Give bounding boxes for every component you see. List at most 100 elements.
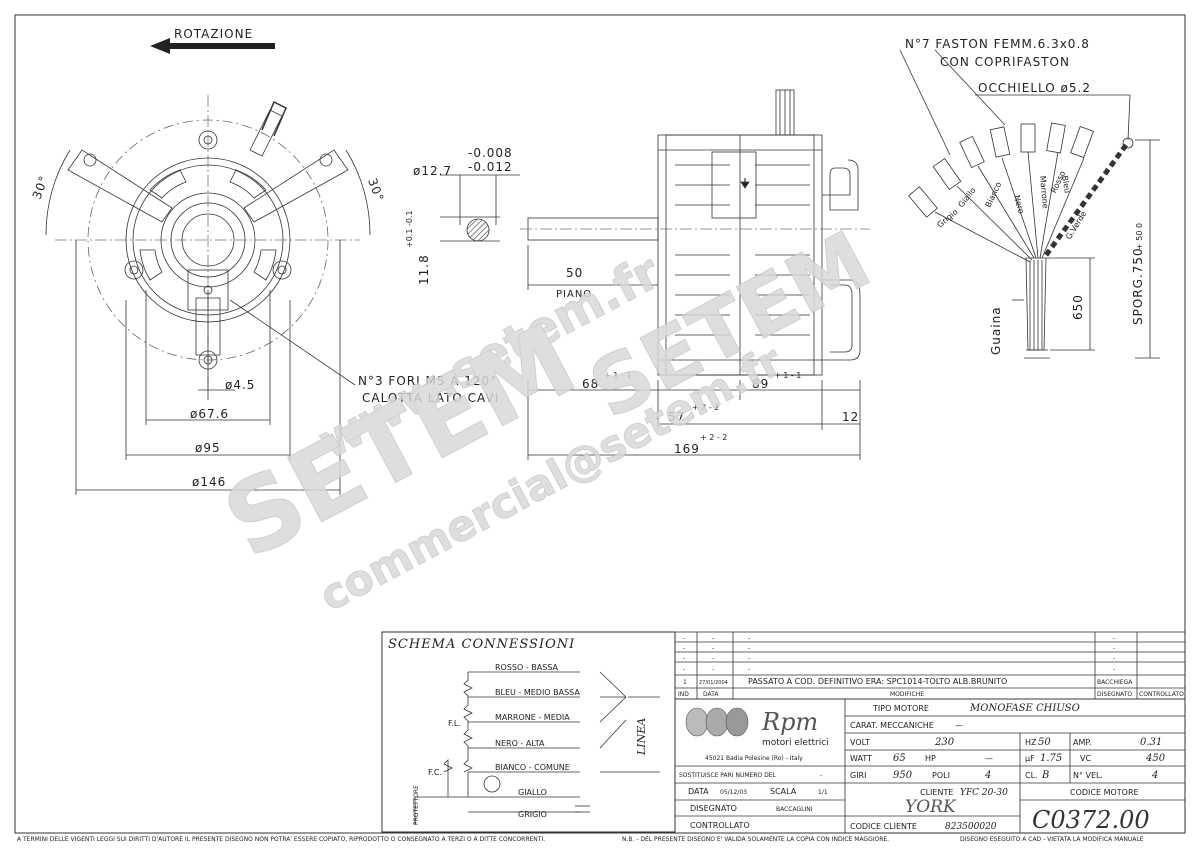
rev-ind: - bbox=[683, 645, 685, 652]
holes-note-2: CALOTTA LATO CAVI bbox=[362, 391, 499, 405]
tipo-label: TIPO MOTORE bbox=[872, 704, 929, 713]
rev-ind: - bbox=[683, 635, 685, 642]
controllato-label: CONTROLLATO bbox=[690, 821, 750, 830]
amp-value: 0.31 bbox=[1140, 737, 1162, 748]
faston-note: N°7 FASTON FEMM.6.3x0.8 bbox=[905, 37, 1090, 51]
flat-tol: +0.1 -0.1 bbox=[405, 210, 414, 248]
schema-wire: NERO - ALTA bbox=[495, 739, 545, 748]
schema-title: SCHEMA CONNESSIONI bbox=[388, 637, 575, 652]
dim-89-tol: + 1 - 1 bbox=[774, 371, 801, 380]
wire-label: Grigio bbox=[936, 207, 960, 229]
footer-note: N.B. - DEL PRESENTE DISEGNO E' VALIDA SO… bbox=[622, 836, 889, 843]
logo-subtitle: motori elettrici bbox=[762, 738, 829, 748]
angle-left-label: 30° bbox=[30, 173, 51, 201]
footer-copyright: A TERMINI DELLE VIGENTI LEGGI SUI DIRITT… bbox=[17, 836, 545, 843]
sporg-label: SPORG.750 bbox=[1131, 247, 1145, 325]
holes-note: N°3 FORI M5 A 120° bbox=[358, 374, 497, 388]
footer: A TERMINI DELLE VIGENTI LEGGI SUI DIRITT… bbox=[17, 836, 1144, 843]
schema-linea: LINEA bbox=[635, 718, 648, 756]
data-value: 05/12/03 bbox=[720, 789, 747, 796]
cliente-label: CLIENTE bbox=[920, 788, 953, 797]
rpm-logo: Rpm motori elettrici 45021 Badia Polesin… bbox=[685, 707, 829, 762]
rotation-arrow-icon bbox=[150, 38, 275, 54]
data-label: DATA bbox=[688, 787, 709, 796]
dim-dia-4-5: ø4.5 bbox=[225, 378, 255, 392]
logo-text: Rpm bbox=[761, 708, 818, 736]
nvel-label: N° VEL. bbox=[1073, 771, 1103, 780]
side-view bbox=[520, 89, 870, 460]
dim-169: 169 bbox=[674, 442, 700, 456]
codcliente-label: CODICE CLIENTE bbox=[850, 822, 917, 831]
eyelet-note: OCCHIELLO ø5.2 bbox=[978, 81, 1091, 95]
cliente-value: YORK bbox=[905, 797, 957, 817]
revision-rows: - - - - - - - - - - - - - - - - 1 27/01/… bbox=[678, 635, 1184, 698]
wire-label: Bianco bbox=[984, 180, 1004, 208]
rev-disegnato: BACCHIEGA bbox=[1097, 679, 1133, 686]
schema-fl: F.L. bbox=[448, 719, 461, 728]
rev-modifiche: - bbox=[748, 645, 750, 652]
angle-right-label: 30° bbox=[365, 176, 386, 204]
codcliente-value: 823500020 bbox=[945, 822, 997, 832]
rev-modifiche: - bbox=[748, 666, 750, 673]
rev-header-ind: IND bbox=[678, 691, 689, 698]
rev-ind: - bbox=[683, 655, 685, 662]
shaft-tol-b: -0.012 bbox=[468, 160, 513, 174]
dim-650: 650 bbox=[1071, 294, 1085, 320]
sporg-tol: + 50 0 bbox=[1135, 223, 1144, 250]
dim-169-tol: + 2 - 2 bbox=[700, 433, 727, 442]
volt-value: 230 bbox=[934, 737, 955, 748]
flat-dim: 11.8 bbox=[417, 254, 431, 285]
dim-68-tol: + 1 - 1 bbox=[604, 371, 631, 380]
dim-dia-95: ø95 bbox=[195, 441, 221, 455]
schema-wire: BLEU - MEDIO BASSA bbox=[495, 688, 580, 697]
wire-label: Nero bbox=[1012, 194, 1026, 215]
cl-value: B bbox=[1041, 770, 1049, 781]
dim-89: 89 bbox=[752, 377, 769, 391]
schema-fc: F.C. bbox=[428, 768, 442, 777]
sostituisce-label: SOSTITUISCE PARI NUMERO DEL bbox=[679, 772, 777, 779]
dim-12: 12 bbox=[842, 410, 859, 424]
title-block-right: TIPO MOTORE MONOFASE CHIUSO CARAT. MECCA… bbox=[850, 703, 1166, 834]
sheet-border bbox=[14, 14, 1186, 834]
watermark: www.setem.fr SETEM SETEM commercial@sete… bbox=[206, 213, 885, 622]
dim-dia-67-6: ø67.6 bbox=[190, 407, 229, 421]
dim-50: 50 bbox=[566, 266, 583, 280]
shaft-dia: ø12.7 bbox=[413, 164, 452, 178]
wire-label: Giallo bbox=[956, 186, 977, 209]
disegnato-value: BACCAGLINI bbox=[776, 806, 813, 813]
dim-57: 57 bbox=[668, 410, 685, 424]
rev-data: 27/01/2004 bbox=[699, 680, 728, 686]
nvel-value: 4 bbox=[1151, 770, 1158, 781]
poli-value: 4 bbox=[984, 770, 991, 781]
rev-ind: 1 bbox=[683, 679, 687, 686]
rev-disegnato: - bbox=[1113, 655, 1115, 662]
watt-value: 65 bbox=[893, 753, 906, 764]
rev-header-controllato: CONTROLLATO bbox=[1139, 691, 1184, 698]
volt-label: VOLT bbox=[850, 738, 870, 747]
logo-cylinder-icon bbox=[725, 707, 749, 737]
schema-protettore: PROTETTORE bbox=[413, 785, 420, 825]
rev-header-disegnato: DISEGNATO bbox=[1097, 691, 1132, 698]
rev-modifiche: - bbox=[748, 635, 750, 642]
logo-cylinder-icon bbox=[705, 707, 729, 737]
watt-label: WATT bbox=[850, 754, 872, 763]
shaft-section bbox=[440, 174, 520, 242]
vc-label: VC bbox=[1080, 754, 1091, 763]
hz-value: 50 bbox=[1038, 737, 1051, 748]
rev-data: - bbox=[712, 655, 714, 662]
title-block-left: SOSTITUISCE PARI NUMERO DEL - DATA 05/12… bbox=[679, 772, 828, 830]
connection-schema: SCHEMA CONNESSIONI ROSSO - BASSA BL bbox=[381, 631, 676, 833]
carat-value: — bbox=[955, 721, 963, 730]
giri-label: GIRI bbox=[850, 771, 866, 780]
rev-header-data: DATA bbox=[703, 691, 719, 698]
rev-disegnato: - bbox=[1113, 635, 1115, 642]
wire-label: Marrone bbox=[1038, 175, 1050, 209]
footer-cad: DISEGNO ESEGUITO A CAD - VIETATA LA MODI… bbox=[960, 836, 1144, 843]
vc-value: 450 bbox=[1145, 753, 1166, 764]
sostituisce-value: - bbox=[820, 772, 822, 779]
shaft-tol-a: -0.008 bbox=[468, 146, 513, 160]
wire-harness bbox=[899, 49, 1160, 359]
company-address: 45021 Badia Polesine (Ro) - Italy bbox=[705, 755, 803, 762]
rev-modifiche: PASSATO A COD. DEFINITIVO ERA: SPC1014-T… bbox=[748, 677, 1007, 686]
